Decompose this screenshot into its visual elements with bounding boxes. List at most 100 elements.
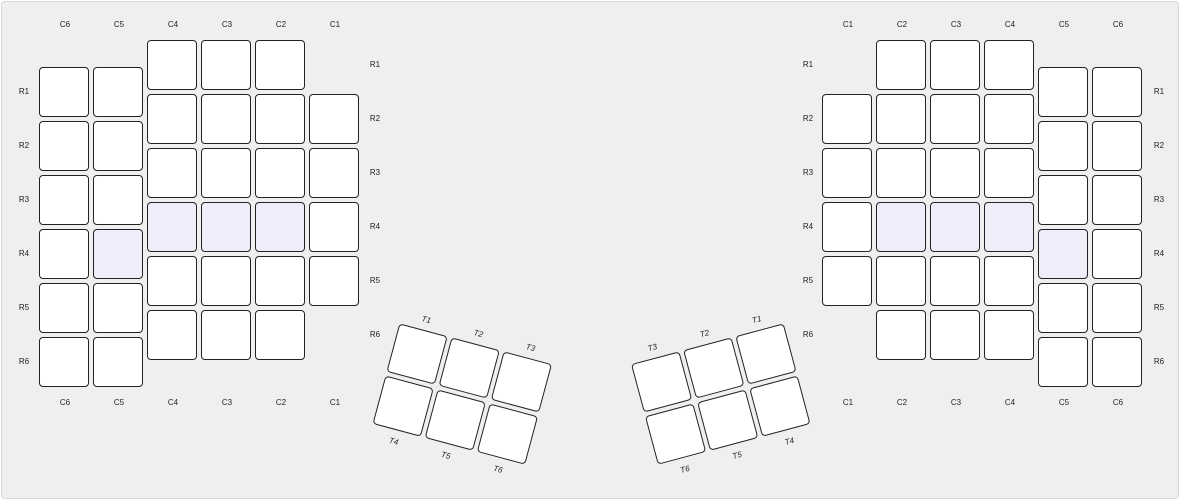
left-col-label-c1-top: C1 (329, 20, 341, 29)
left-key-c6-r6 (39, 337, 89, 387)
right-row-label-r4-outer: R4 (1153, 249, 1165, 258)
right-key-c5-r5 (1038, 283, 1088, 333)
left-key-c5-r6 (93, 337, 143, 387)
right-col-label-c2-top: C2 (896, 20, 908, 29)
right-thumb-label-t3: T3 (646, 342, 659, 354)
right-row-label-r6-outer: R6 (1153, 357, 1165, 366)
right-col-label-c5-bottom: C5 (1058, 398, 1070, 407)
right-col-label-c2-bottom: C2 (896, 398, 908, 407)
right-key-c2-r6 (876, 310, 926, 360)
right-row-label-r2-outer: R2 (1153, 141, 1165, 150)
left-col-label-c4-bottom: C4 (167, 398, 179, 407)
right-key-c3-r3 (930, 148, 980, 198)
left-thumb-key-t2 (438, 337, 500, 399)
left-key-c5-r1 (93, 67, 143, 117)
right-key-c4-r4 (984, 202, 1034, 252)
right-key-c1-r3 (822, 148, 872, 198)
left-col-label-c3-bottom: C3 (221, 398, 233, 407)
right-thumb-key-t2 (683, 337, 745, 399)
right-key-c4-r3 (984, 148, 1034, 198)
right-key-c6-r2 (1092, 121, 1142, 171)
left-key-c1-r4 (309, 202, 359, 252)
left-key-c2-r1 (255, 40, 305, 90)
left-thumb-key-t1 (386, 323, 448, 385)
left-key-c2-r2 (255, 94, 305, 144)
right-key-c2-r4 (876, 202, 926, 252)
right-thumb-label-t1: T1 (751, 314, 763, 326)
left-key-c4-r3 (147, 148, 197, 198)
left-key-c5-r4 (93, 229, 143, 279)
left-key-c4-r6 (147, 310, 197, 360)
right-thumb-key-t1 (735, 323, 797, 385)
right-key-c1-r5 (822, 256, 872, 306)
right-row-label-r1-outer: R1 (1153, 87, 1165, 96)
right-key-c6-r1 (1092, 67, 1142, 117)
right-key-c1-r2 (822, 94, 872, 144)
right-row-label-r1-inner: R1 (802, 60, 814, 69)
left-key-c1-r2 (309, 94, 359, 144)
left-row-label-r4-inner: R4 (369, 222, 381, 231)
right-key-c1-r4 (822, 202, 872, 252)
left-row-label-r2-outer: R2 (18, 141, 30, 150)
right-thumb-key-t4 (749, 375, 811, 437)
right-key-c4-r2 (984, 94, 1034, 144)
left-thumb-label-t4: T4 (387, 435, 400, 447)
left-row-label-r6-outer: R6 (18, 357, 30, 366)
right-key-c2-r3 (876, 148, 926, 198)
left-thumb-key-t4 (372, 375, 434, 437)
right-row-label-r2-inner: R2 (802, 114, 814, 123)
right-thumb-key-t5 (697, 389, 759, 451)
left-row-label-r3-inner: R3 (369, 168, 381, 177)
right-thumb-label-t6: T6 (679, 463, 691, 475)
left-key-c3-r5 (201, 256, 251, 306)
right-key-c5-r4 (1038, 229, 1088, 279)
left-key-c4-r1 (147, 40, 197, 90)
left-thumb-key-t3 (490, 351, 553, 413)
right-key-c3-r5 (930, 256, 980, 306)
right-key-c2-r2 (876, 94, 926, 144)
left-row-label-r5-outer: R5 (18, 303, 30, 312)
left-key-c4-r2 (147, 94, 197, 144)
right-row-label-r6-inner: R6 (802, 330, 814, 339)
right-key-c6-r5 (1092, 283, 1142, 333)
left-col-label-c2-top: C2 (275, 20, 287, 29)
left-row-label-r1-outer: R1 (18, 87, 30, 96)
right-key-c6-r6 (1092, 337, 1142, 387)
left-key-c4-r5 (147, 256, 197, 306)
right-key-c4-r1 (984, 40, 1034, 90)
left-key-c3-r2 (201, 94, 251, 144)
right-key-c5-r2 (1038, 121, 1088, 171)
left-thumb-label-t3: T3 (524, 342, 537, 354)
right-key-c2-r5 (876, 256, 926, 306)
left-key-c2-r4 (255, 202, 305, 252)
left-thumb-label-t1: T1 (420, 314, 432, 326)
left-col-label-c4-top: C4 (167, 20, 179, 29)
left-col-label-c1-bottom: C1 (329, 398, 341, 407)
left-key-c3-r4 (201, 202, 251, 252)
left-key-c1-r3 (309, 148, 359, 198)
right-thumb-label-t2: T2 (698, 328, 711, 340)
left-row-label-r6-inner: R6 (369, 330, 381, 339)
right-key-c3-r1 (930, 40, 980, 90)
left-thumb-key-t6 (476, 403, 539, 465)
left-col-label-c5-top: C5 (113, 20, 125, 29)
left-key-c6-r2 (39, 121, 89, 171)
left-key-c1-r5 (309, 256, 359, 306)
right-col-label-c6-top: C6 (1112, 20, 1124, 29)
right-col-label-c3-bottom: C3 (950, 398, 962, 407)
right-key-c3-r6 (930, 310, 980, 360)
left-thumb-key-t5 (424, 389, 486, 451)
right-key-c6-r4 (1092, 229, 1142, 279)
left-key-c2-r6 (255, 310, 305, 360)
left-col-label-c6-bottom: C6 (59, 398, 71, 407)
left-key-c2-r3 (255, 148, 305, 198)
left-col-label-c6-top: C6 (59, 20, 71, 29)
left-row-label-r5-inner: R5 (369, 276, 381, 285)
left-col-label-c3-top: C3 (221, 20, 233, 29)
right-key-c5-r3 (1038, 175, 1088, 225)
right-key-c5-r6 (1038, 337, 1088, 387)
right-thumb-key-t6 (644, 403, 707, 465)
right-key-c3-r4 (930, 202, 980, 252)
right-key-c5-r1 (1038, 67, 1088, 117)
